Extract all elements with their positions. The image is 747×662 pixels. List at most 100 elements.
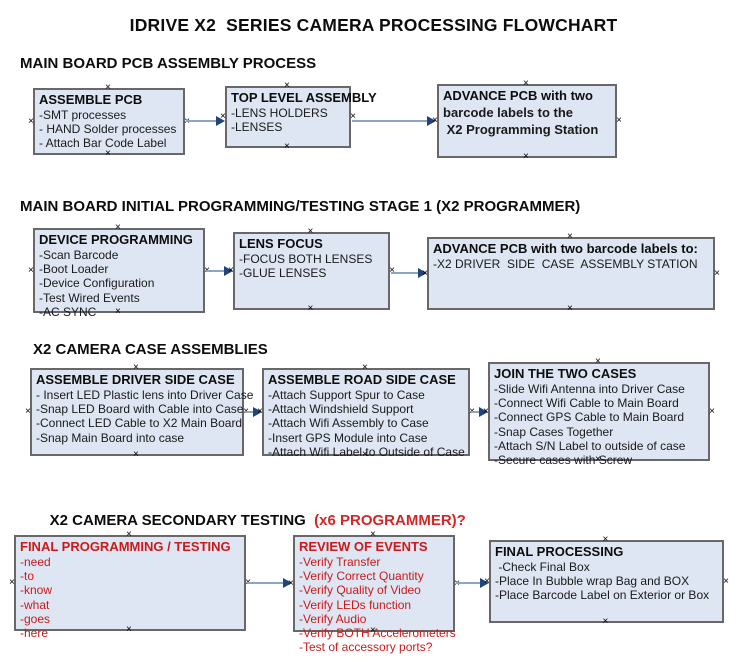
- arrow-head-icon: [283, 578, 292, 588]
- connection-point-marker: ×: [307, 303, 314, 314]
- flow-box-review-of-events: REVIEW OF EVENTS -Verify Transfer -Verif…: [288, 530, 460, 655]
- step-item: -LENSES: [231, 120, 283, 135]
- box-title: ADVANCE PCB with two: [443, 88, 593, 103]
- step-item: -Verify Quality of Video: [299, 583, 421, 598]
- step-item: -AC SYNC: [39, 304, 97, 319]
- heading-black-part: X2 CAMERA SECONDARY TESTING: [49, 512, 306, 529]
- arrow-line: [206, 270, 226, 272]
- arrow-line: [471, 411, 481, 413]
- flow-arrow: [245, 407, 262, 417]
- step-item: -Attach Support Spur to Case: [268, 388, 425, 402]
- arrow-head-icon: [479, 407, 488, 417]
- arrow-head-icon: [480, 578, 489, 588]
- box-title: REVIEW OF EVENTS: [299, 539, 428, 554]
- box-title: ASSEMBLE ROAD SIDE CASE: [268, 372, 456, 387]
- step-item: -Snap Main Board into case: [36, 430, 185, 445]
- step-item: -Check Final Box: [495, 560, 590, 574]
- section-heading-initial-programming: MAIN BOARD INITIAL PROGRAMMING/TESTING S…: [20, 198, 581, 215]
- box-title: LENS FOCUS: [239, 236, 323, 251]
- step-item: -Verify Correct Quantity: [299, 569, 424, 584]
- flow-box-device-programming: DEVICE PROGRAMMING -Scan Barcode -Boot L…: [28, 223, 210, 319]
- step-item: -Place In Bubble wrap Bag and BOX: [495, 574, 690, 589]
- step-item: -here: [20, 626, 49, 641]
- arrow-line: [391, 272, 420, 274]
- step-item: -Snap LED Board with Cable into Case: [36, 402, 244, 417]
- flow-box-assemble-road-side-case: ASSEMBLE ROAD SIDE CASE -Attach Support …: [257, 363, 475, 460]
- step-item: -Test Wired Events: [39, 290, 140, 305]
- connection-point-marker: ×: [709, 405, 715, 417]
- box-title: FINAL PROCESSING: [495, 544, 624, 559]
- step-item: -to: [20, 569, 35, 584]
- heading-red-part: (x6 PROGRAMMER)?: [305, 512, 466, 529]
- flow-box-advance-pcb-programming-station: ADVANCE PCB with two barcode labels to t…: [432, 79, 622, 162]
- arrow-line: [247, 582, 285, 584]
- flow-box-join-the-two-cases: JOIN THE TWO CASES -Slide Wifi Antenna i…: [483, 357, 715, 468]
- flow-arrow: [391, 268, 427, 278]
- flow-box-assemble-driver-side-case: ASSEMBLE DRIVER SIDE CASE - Insert LED P…: [25, 363, 253, 460]
- flow-arrow: [471, 407, 488, 417]
- step-item: -LENS HOLDERS: [231, 106, 328, 120]
- box-title: ASSEMBLE PCB: [39, 92, 143, 107]
- section-heading-pcb-assembly: MAIN BOARD PCB ASSEMBLY PROCESS: [20, 55, 317, 72]
- step-item: -FOCUS BOTH LENSES: [239, 252, 373, 266]
- step-item: -Connect GPS Cable to Main Board: [494, 410, 685, 425]
- arrow-line: [245, 411, 255, 413]
- step-item: -goes: [20, 611, 51, 626]
- connection-point-marker: ×: [25, 406, 31, 417]
- step-item: -Attach Wifi Label to Outside of Case: [268, 444, 465, 459]
- flow-box-final-programming-testing: FINAL PROGRAMMING / TESTING -need -to -k…: [9, 530, 251, 641]
- box-title: TOP LEVEL ASSEMBLY: [231, 90, 377, 105]
- step-item: -Connect Wifi Cable to Main Board: [494, 396, 679, 411]
- step-item: -Insert GPS Module into Case: [268, 430, 428, 445]
- flow-box-lens-focus: LENS FOCUS -FOCUS BOTH LENSES -GLUE LENS…: [228, 227, 395, 314]
- step-item: -know: [20, 583, 53, 598]
- flow-arrow: [186, 116, 225, 126]
- section-heading-case-assemblies: X2 CAMERA CASE ASSEMBLIES: [33, 341, 268, 358]
- flow-box-advance-pcb-driver-side: ADVANCE PCB with two barcode labels to: …: [422, 232, 720, 314]
- arrow-line: [186, 120, 218, 122]
- flow-box-top-level-assembly: TOP LEVEL ASSEMBLY -LENS HOLDERS -LENSES…: [220, 81, 377, 152]
- flow-arrow: [206, 266, 233, 276]
- connection-point-marker: ×: [602, 616, 609, 627]
- box-title: ADVANCE PCB with two barcode labels to:: [433, 241, 698, 256]
- step-item: -Attach Wifi Assembly to Case: [268, 416, 429, 431]
- step-item: -Verify Transfer: [299, 555, 381, 569]
- connection-point-marker: ×: [133, 449, 139, 460]
- step-item: -Slide Wifi Antenna into Driver Case: [494, 382, 685, 396]
- section-heading-secondary-testing: X2 CAMERA SECONDARY TESTING (x6 PROGRAMM…: [33, 495, 466, 546]
- arrow-head-icon: [427, 116, 436, 126]
- step-item: -Boot Loader: [39, 262, 109, 277]
- connection-point-marker: ×: [723, 575, 729, 587]
- connection-point-marker: ×: [9, 577, 15, 588]
- step-item: -Attach S/N Label to outside of case: [494, 438, 686, 453]
- step-item: -Verify LEDs function: [299, 597, 412, 612]
- arrow-line: [352, 120, 429, 122]
- connection-point-marker: ×: [284, 141, 290, 152]
- step-item: -Scan Barcode: [39, 248, 119, 262]
- flow-arrow: [247, 578, 292, 588]
- step-item: -Snap Cases Together: [494, 424, 614, 439]
- connection-point-marker: ×: [523, 151, 529, 162]
- page-title: IDRIVE X2 SERIES CAMERA PROCESSING FLOWC…: [129, 15, 618, 35]
- step-item: -Secure cases with Screw: [494, 453, 633, 468]
- step-item: X2 Programming Station: [443, 122, 599, 137]
- step-item: -Attach Windshield Support: [268, 402, 414, 417]
- flow-box-final-processing: FINAL PROCESSING -Check Final Box -Place…: [484, 535, 729, 627]
- box-title: FINAL PROGRAMMING / TESTING: [20, 539, 231, 554]
- arrow-head-icon: [216, 116, 225, 126]
- box-title: ASSEMBLE DRIVER SIDE CASE: [36, 372, 235, 387]
- step-item: -Device Configuration: [39, 276, 155, 291]
- arrow-line: [456, 582, 482, 584]
- flow-arrow: [352, 116, 436, 126]
- connection-point-marker: ×: [28, 115, 34, 127]
- step-item: -Place Barcode Label on Exterior or Box: [495, 588, 710, 603]
- connection-point-marker: ×: [567, 303, 573, 314]
- connection-point-marker: ×: [616, 115, 622, 126]
- flow-box-assemble-pcb: ASSEMBLE PCB -SMT processes - HAND Solde…: [28, 83, 190, 159]
- step-item: -SMT processes: [39, 108, 127, 122]
- box-title: DEVICE PROGRAMMING: [39, 232, 193, 247]
- step-item: - Attach Bar Code Label: [39, 136, 167, 151]
- step-item: barcode labels to the: [443, 105, 574, 120]
- connection-point-marker: ×: [714, 267, 720, 279]
